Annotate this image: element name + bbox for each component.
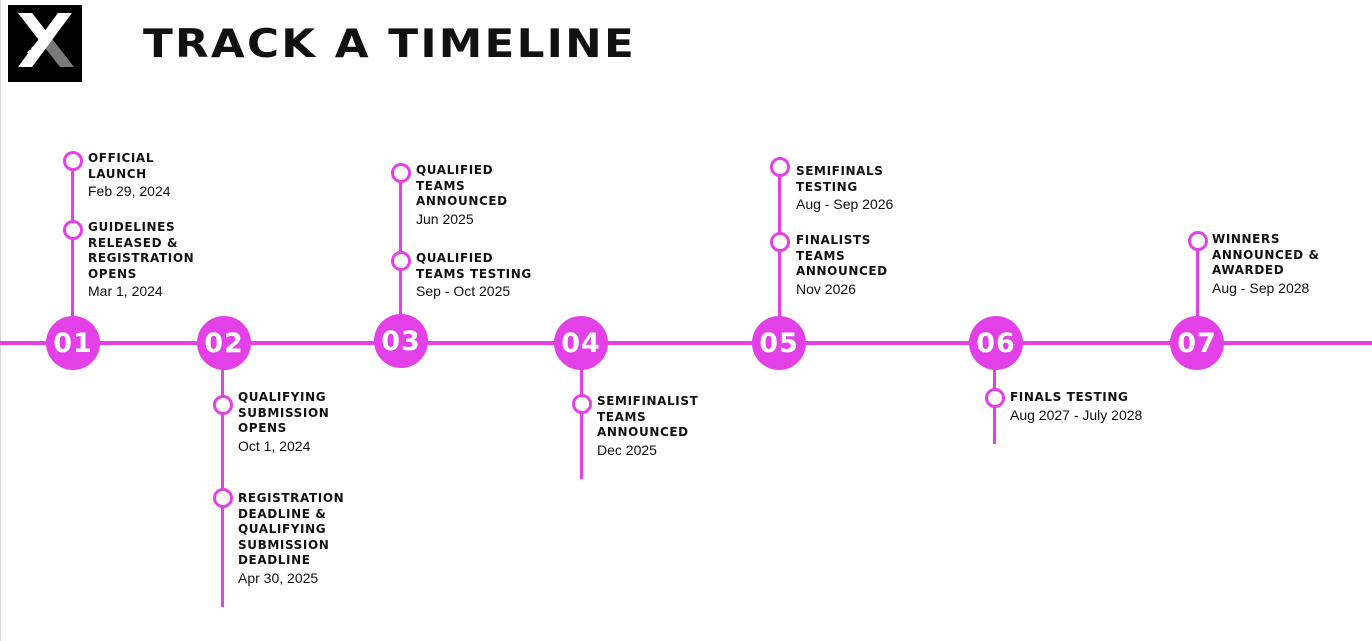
event-registration-deadline: REGISTRATION DEADLINE & QUALIFYING SUBMI… [238, 491, 344, 587]
event-title-line: QUALIFIED [416, 251, 494, 265]
event-qualified-teams-announced: QUALIFIED TEAMS ANNOUNCED Jun 2025 [416, 163, 508, 228]
event-date: Nov 2026 [796, 280, 856, 297]
event-title-line: GUIDELINES [88, 220, 176, 234]
event-title-line: TEAMS [597, 409, 647, 424]
event-title-line: AWARDED [1212, 263, 1285, 277]
event-title-line: QUALIFIED [416, 163, 494, 177]
event-title-line: ANNOUNCED [416, 194, 508, 208]
event-official-launch: OFFICIAL LAUNCH Feb 29, 2024 [88, 151, 171, 200]
event-title-line: SUBMISSION [238, 537, 330, 552]
page-title: TRACK A TIMELINE [143, 22, 637, 67]
event-title-line: TEAMS TESTING [416, 266, 532, 281]
event-title-line: DEADLINE [238, 553, 311, 567]
event-title-line: TEAMS [796, 248, 846, 263]
event-title-line: ANNOUNCED & [1212, 247, 1320, 262]
event-title-line: OPENS [88, 266, 137, 281]
event-marker [213, 488, 233, 508]
event-date: Oct 1, 2024 [238, 437, 311, 454]
stem-01 [71, 158, 74, 343]
stem-07 [1196, 238, 1199, 343]
event-marker [770, 157, 790, 177]
event-guidelines-released: GUIDELINES RELEASED & REGISTRATION OPENS… [88, 220, 194, 300]
event-marker [985, 388, 1005, 408]
event-title-line: REGISTRATION [238, 491, 345, 505]
event-date: Jun 2025 [416, 210, 474, 227]
event-title-line: ANNOUNCED [597, 425, 689, 439]
event-title-line: SEMIFINALS [796, 164, 884, 178]
event-date: Sep - Oct 2025 [416, 283, 511, 299]
milestone-01: 01 [46, 316, 100, 370]
timeline-axis [0, 341, 1372, 345]
event-title-line: OPENS [238, 421, 287, 435]
event-finalists-teams-announced: FINALISTS TEAMS ANNOUNCED Nov 2026 [796, 233, 888, 298]
event-marker [572, 394, 592, 414]
event-title-line: ANNOUNCED [796, 264, 888, 278]
milestone-02: 02 [197, 316, 251, 370]
event-marker [63, 220, 83, 240]
event-title-line: DEADLINE & [238, 506, 327, 521]
event-date: Apr 30, 2025 [238, 569, 319, 586]
event-date: Aug - Sep 2028 [1212, 279, 1310, 296]
event-marker [63, 151, 83, 171]
event-marker [391, 251, 411, 271]
event-qualifying-submission-opens: QUALIFYING SUBMISSION OPENS Oct 1, 2024 [238, 390, 329, 455]
milestone-03: 03 [374, 314, 428, 368]
prize-logo: PRIZE [8, 5, 82, 82]
left-border [0, 0, 1, 641]
milestone-05: 05 [752, 316, 806, 370]
event-finals-testing: FINALS TESTING Aug 2027 - July 2028 [1010, 390, 1142, 424]
event-title-line: OFFICIAL [88, 151, 155, 165]
event-marker [770, 232, 790, 252]
event-title-line: TESTING [796, 179, 858, 194]
event-title-line: RELEASED & [88, 235, 179, 250]
event-marker [391, 163, 411, 183]
event-title-line: SUBMISSION [238, 405, 330, 420]
event-title-line: FINALISTS [796, 233, 871, 247]
event-marker [1188, 231, 1208, 251]
event-title-line: SEMIFINALIST [597, 394, 699, 408]
event-date: Aug - Sep 2026 [796, 196, 894, 212]
stem-02 [221, 343, 224, 607]
event-marker [213, 395, 233, 415]
event-winners-announced: WINNERS ANNOUNCED & AWARDED Aug - Sep 20… [1212, 232, 1320, 297]
event-date: Dec 2025 [597, 441, 657, 458]
event-semifinals-testing: SEMIFINALS TESTING Aug - Sep 2026 [796, 164, 893, 213]
event-title-line: LAUNCH [88, 166, 147, 181]
event-qualified-teams-testing: QUALIFIED TEAMS TESTING Sep - Oct 2025 [416, 251, 532, 300]
event-title-line: QUALIFYING [238, 390, 327, 404]
event-title-line: FINALS TESTING [1010, 390, 1129, 404]
milestone-07: 07 [1170, 316, 1224, 370]
stem-05 [778, 162, 781, 343]
event-semifinalist-teams-announced: SEMIFINALIST TEAMS ANNOUNCED Dec 2025 [597, 394, 698, 459]
event-date: Mar 1, 2024 [88, 283, 163, 299]
milestone-04: 04 [554, 316, 608, 370]
event-date: Feb 29, 2024 [88, 183, 171, 199]
event-title-line: TEAMS [416, 178, 466, 193]
event-title-line: QUALIFYING [238, 522, 327, 536]
event-title-line: REGISTRATION [88, 251, 195, 265]
x-mark-icon [18, 13, 74, 67]
milestone-06: 06 [969, 316, 1023, 370]
event-title-line: WINNERS [1212, 232, 1281, 246]
event-date: Aug 2027 - July 2028 [1010, 406, 1143, 423]
